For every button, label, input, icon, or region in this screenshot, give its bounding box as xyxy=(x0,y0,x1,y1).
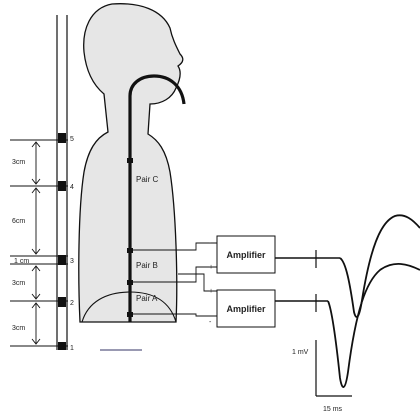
time-scale-label: 15 ms xyxy=(323,406,343,413)
electrode-b-lower xyxy=(127,280,133,285)
marker-3-label: 3 xyxy=(70,258,74,265)
marker-5-label: 5 xyxy=(70,136,74,143)
spacing-label-4-3: 6cm xyxy=(12,218,25,225)
electrode-a-lower xyxy=(127,312,133,317)
amp2-plus-sign: + xyxy=(209,288,213,295)
electrode-b-upper xyxy=(127,248,133,253)
amplifier-2: Amplifier xyxy=(216,289,276,328)
ruler xyxy=(56,15,68,350)
output-lines xyxy=(275,257,340,302)
catheter-tube xyxy=(128,74,186,322)
spacing-arrows xyxy=(31,141,41,345)
marker-4-label: 4 xyxy=(70,184,74,191)
spacing-label-3-pair: 1 cm xyxy=(14,258,29,265)
scale-bar xyxy=(315,340,352,397)
marker-2-label: 2 xyxy=(70,300,74,307)
amplifier-1: Amplifier xyxy=(216,235,276,274)
pair-a-label: Pair A xyxy=(136,294,158,303)
ruler-markers xyxy=(10,133,68,350)
amplifier-1-label: Amplifier xyxy=(226,250,266,260)
electrode-pair-c xyxy=(127,158,133,163)
trace-lower xyxy=(327,263,420,388)
amp1-plus-sign: + xyxy=(209,264,213,271)
spacing-label-2-1: 3cm xyxy=(12,325,25,332)
amp2-minus-sign: - xyxy=(209,319,212,326)
lead-wires xyxy=(133,242,217,317)
marker-1-label: 1 xyxy=(70,345,74,352)
amp1-minus-sign: - xyxy=(209,240,212,247)
pair-c-label: Pair C xyxy=(136,175,158,184)
voltage-scale-label: 1 mV xyxy=(292,349,309,356)
pair-b-label: Pair B xyxy=(136,261,158,270)
spacing-label-3-2: 3cm xyxy=(12,280,25,287)
amplifier-2-label: Amplifier xyxy=(226,304,266,314)
spacing-label-5-4: 3cm xyxy=(12,159,25,166)
